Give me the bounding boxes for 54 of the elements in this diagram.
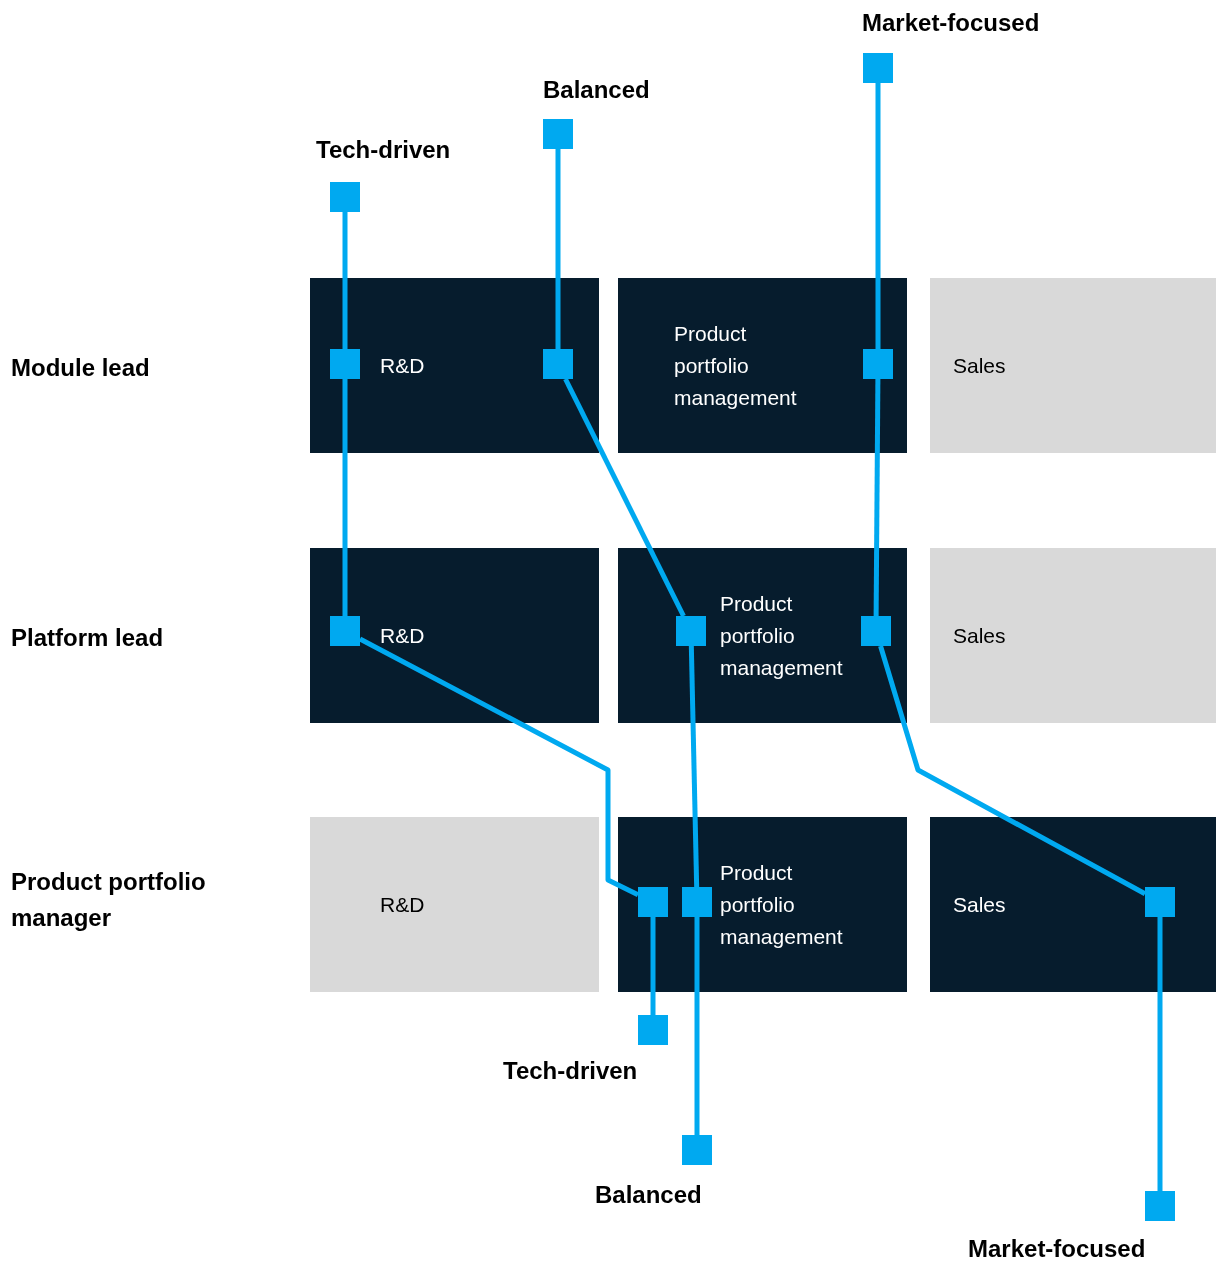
path-caption: Tech-driven: [316, 136, 451, 164]
square-marker: [638, 887, 668, 917]
square-marker: [543, 119, 573, 149]
cell-label: Sales: [953, 352, 1007, 379]
connector-line: [342, 379, 348, 616]
inactive-role-cell: [930, 278, 1216, 453]
path-caption: Balanced: [543, 76, 650, 104]
inactive-role-cell: [930, 548, 1216, 723]
cell-label: R&D: [380, 622, 426, 649]
square-marker: [676, 616, 706, 646]
connector-line: [555, 149, 561, 349]
row-label: Platform lead: [11, 623, 165, 653]
square-marker: [1145, 1191, 1175, 1221]
path-caption: Balanced: [595, 1181, 702, 1209]
role-cell: [310, 278, 599, 453]
inactive-role-cell: [310, 817, 599, 992]
path-caption: Market-focused: [862, 9, 1040, 37]
square-marker: [682, 887, 712, 917]
connector-line: [358, 636, 640, 897]
path-caption: Market-focused: [968, 1235, 1146, 1263]
connector-line: [1157, 917, 1163, 1191]
row-label: Module lead: [11, 353, 151, 383]
role-cell: [618, 278, 907, 453]
role-cell: [618, 817, 907, 992]
cell-label: Product portfolio management: [674, 320, 798, 411]
cell-label: Sales: [953, 891, 1007, 918]
cell-label: Product portfolio management: [720, 859, 844, 950]
square-marker: [1145, 887, 1175, 917]
square-marker: [638, 1015, 668, 1045]
role-cell: [310, 548, 599, 723]
cell-label: Sales: [953, 622, 1007, 649]
square-marker: [330, 349, 360, 379]
cell-label: R&D: [380, 891, 426, 918]
connector-line: [342, 212, 348, 349]
row-label: Product portfolio manager: [11, 867, 207, 933]
connector-line: [878, 645, 1147, 896]
square-marker: [330, 182, 360, 212]
square-marker: [330, 616, 360, 646]
connector-line: [688, 645, 700, 888]
cell-label: R&D: [380, 352, 426, 379]
square-marker: [682, 1135, 712, 1165]
square-marker: [861, 616, 891, 646]
cell-label: Product portfolio management: [720, 590, 844, 681]
connector-line: [875, 83, 881, 349]
connector-line: [650, 917, 656, 1015]
connector-line: [873, 379, 881, 616]
connector-line: [563, 377, 686, 618]
path-caption: Tech-driven: [503, 1057, 638, 1085]
square-marker: [863, 53, 893, 83]
square-marker: [863, 349, 893, 379]
role-cell: [930, 817, 1216, 992]
square-marker: [543, 349, 573, 379]
connector-line: [694, 917, 700, 1135]
role-cell: [618, 548, 907, 723]
